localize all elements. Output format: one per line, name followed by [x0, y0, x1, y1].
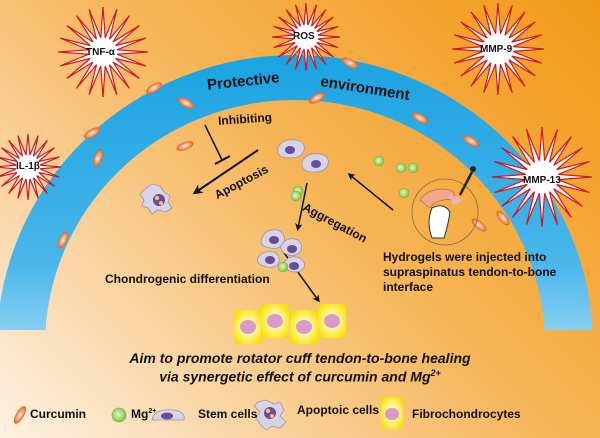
mg-particle: [290, 190, 302, 202]
label-chondrogenic: Chondrogenic differentiation: [105, 272, 270, 286]
mg-particle: [398, 187, 410, 199]
stressor-burst: [57, 6, 149, 98]
curcumin-particle: [411, 112, 429, 124]
curcumin-particle: [93, 149, 103, 167]
curcumin-particle: [308, 92, 326, 104]
inhibit-line: [204, 124, 223, 161]
burst-label-tnf: TNF-α: [86, 47, 115, 58]
curcumin-particle: [462, 135, 480, 147]
mg-particle: [407, 162, 419, 174]
curcumin-particle: [57, 231, 69, 249]
legend-apoptotic: Apoptoic cells: [297, 403, 380, 417]
fibrochondrocyte-nucleus: [267, 314, 283, 328]
legend-stem: Stem cells: [198, 407, 258, 421]
mg-particle: [395, 162, 407, 174]
apoptosis-arrow: [192, 149, 259, 195]
curcumin-particle: [145, 82, 163, 94]
legend-mg-text: Mg: [131, 407, 149, 421]
shoulder-joint: [411, 166, 479, 246]
aggregation-arrow: [295, 182, 308, 231]
stressor-burst: [271, 2, 341, 72]
burst-label-ros: ROS: [293, 31, 315, 42]
label-injection-2: supraspinatus tendon-to-bone: [383, 265, 557, 279]
burst-label-mmp9: MMP-9: [480, 44, 513, 55]
curcumin-particle: [471, 218, 487, 232]
legend-fibro: Fibrochondrocytes: [412, 407, 521, 421]
fibrochondrocyte-nucleus: [240, 320, 256, 334]
stressor-bursts: [0, 2, 593, 228]
apoptotic-cell: [139, 183, 173, 215]
curcumin-particles: [57, 57, 510, 249]
mg-particle: [373, 155, 385, 167]
legend-curcumin: Curcumin: [30, 407, 87, 421]
legend-mg-sup: 2+: [148, 408, 157, 415]
syringe-icon: [458, 171, 474, 196]
curcumin-particle: [341, 57, 359, 69]
aim-sup: 2+: [430, 368, 441, 378]
burst-label-il1b: IL-1β: [16, 161, 40, 172]
stem-cells: [257, 139, 329, 273]
mg-particles: [277, 155, 419, 273]
aim-line-2-text: via synergetic effect of curcumin and Mg: [159, 368, 431, 385]
curcumin-particle: [496, 210, 510, 226]
fibrochondrocytes: [234, 304, 346, 344]
inhibit-bar: [214, 155, 231, 165]
stressor-burst: [491, 126, 593, 228]
curcumin-particle: [83, 127, 101, 139]
curcumin-particle: [177, 97, 195, 109]
label-injection-3: interface: [383, 280, 434, 294]
legend-mg: Mg2+: [131, 407, 156, 421]
stressor-burst: [451, 2, 545, 96]
label-injection-1: Hydrogels were injected into: [383, 250, 547, 264]
stressor-burst: [0, 133, 62, 201]
curcumin-particle: [176, 141, 194, 151]
migration-arrow: [347, 173, 394, 211]
aim-line-1: Aim to promote rotator cuff tendon-to-bo…: [129, 350, 471, 366]
burst-label-mmp13: MMP-13: [523, 175, 561, 186]
mg-particle: [277, 261, 289, 273]
fibrochondrocyte-nucleus: [324, 314, 340, 328]
aim-line-2: via synergetic effect of curcumin and Mg…: [0, 368, 600, 385]
fibrochondrocyte-nucleus: [296, 320, 312, 334]
